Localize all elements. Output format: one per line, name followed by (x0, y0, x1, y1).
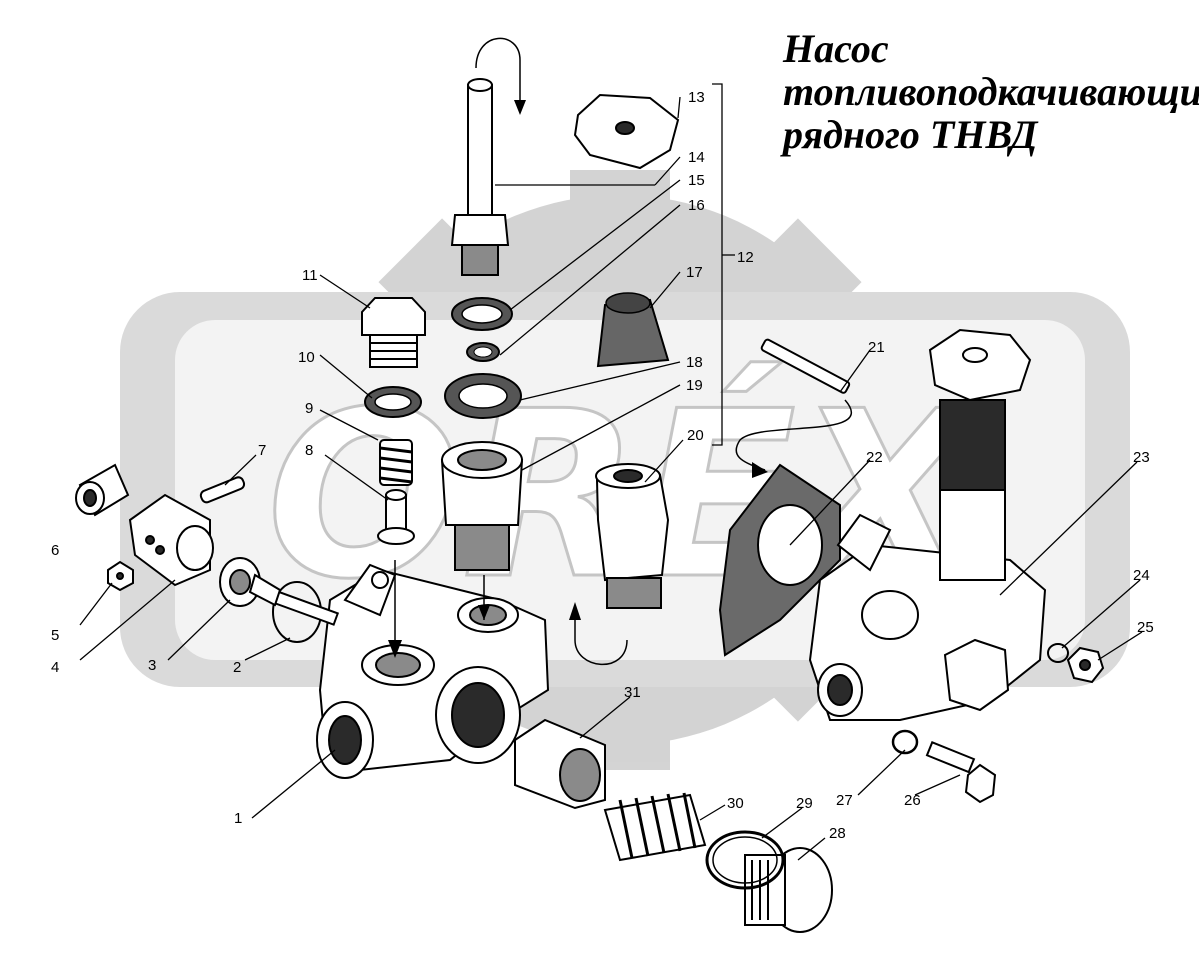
washer-15 (451, 297, 513, 331)
callout-26: 26 (904, 792, 921, 809)
valve-8 (377, 489, 415, 545)
callout-31: 31 (624, 684, 641, 701)
callout-9: 9 (305, 400, 313, 417)
callout-29: 29 (796, 795, 813, 812)
spring-30 (603, 792, 707, 862)
pin-7 (199, 476, 246, 504)
bolt-26 (925, 740, 997, 804)
ring-16 (466, 342, 500, 362)
roller-pusher-4 (128, 493, 214, 587)
cylinder-19 (440, 441, 524, 571)
callout-24: 24 (1133, 567, 1150, 584)
cap-13 (573, 93, 680, 170)
callout-11: 11 (302, 267, 318, 284)
washer-27 (891, 729, 919, 755)
axle-6 (75, 463, 130, 517)
roller-5 (107, 560, 134, 592)
title-line-2: топливоподкачивающий (783, 69, 1199, 114)
callout-3: 3 (148, 657, 156, 674)
flow-arrows (388, 37, 853, 666)
gasket-10 (364, 386, 422, 418)
title-line-1: Насос (782, 26, 889, 71)
callout-20: 20 (687, 427, 704, 444)
washer-24 (1047, 643, 1069, 663)
callout-25: 25 (1137, 619, 1154, 636)
pump-housing-1 (316, 563, 550, 779)
callout-21: 21 (868, 339, 885, 356)
callout-30: 30 (727, 795, 744, 812)
callout-18: 18 (686, 354, 703, 371)
callout-28: 28 (829, 825, 846, 842)
callout-5: 5 (51, 627, 59, 644)
callout-14: 14 (688, 149, 705, 166)
callout-13: 13 (688, 89, 705, 106)
callout-2: 2 (233, 659, 241, 676)
callout-16: 16 (688, 197, 705, 214)
callout-27: 27 (836, 792, 853, 809)
gasket-29 (705, 830, 785, 890)
callout-7: 7 (258, 442, 266, 459)
callout-23: 23 (1133, 449, 1150, 466)
callout-labels: 1 2 3 4 5 6 7 8 9 10 11 12 13 14 15 16 1… (51, 89, 1154, 842)
plug-11 (361, 297, 426, 368)
sleeve-20 (595, 463, 670, 609)
callout-12: 12 (737, 249, 754, 266)
callout-1: 1 (234, 810, 242, 827)
plug-28 (744, 847, 833, 933)
callout-15: 15 (688, 172, 705, 189)
callout-8: 8 (305, 442, 313, 459)
title-line-3: рядного ТНВД (780, 112, 1039, 157)
callout-22: 22 (866, 449, 883, 466)
gasket-18 (444, 373, 522, 419)
callout-17: 17 (686, 264, 703, 281)
spring-9 (379, 439, 413, 486)
rod-assembly-3 (219, 557, 340, 626)
callout-10: 10 (298, 349, 315, 366)
pump-assembly-23 (808, 328, 1047, 721)
callout-6: 6 (51, 542, 59, 559)
diagram-title: Насос топливоподкачивающий рядного ТНВД (780, 26, 1199, 157)
callout-4: 4 (51, 659, 59, 676)
pump-handle-14 (450, 78, 510, 276)
sleeve-31 (514, 718, 606, 810)
leader-lines (79, 96, 1143, 861)
stud-21 (760, 338, 851, 394)
callout-19: 19 (686, 377, 703, 394)
bracket-12 (712, 83, 723, 446)
cone-17 (596, 292, 670, 368)
nut-25 (1066, 646, 1105, 684)
